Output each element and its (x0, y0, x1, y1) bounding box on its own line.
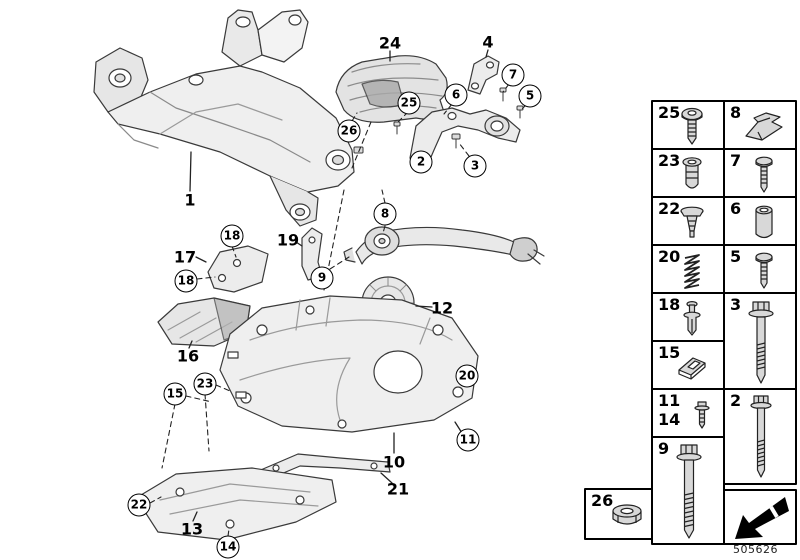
legend-cell-18[interactable]: 18 (652, 293, 724, 341)
legend-cell-label: 26 (591, 491, 614, 510)
legend-cell-25[interactable]: 25 (652, 101, 724, 149)
callout-26[interactable]: 26 (337, 119, 361, 143)
screw-icon (754, 252, 774, 290)
callout-17[interactable]: 17 (173, 247, 197, 267)
callout-4[interactable]: 4 (482, 32, 494, 52)
legend-cell-label: 23 (658, 151, 681, 170)
callout-7[interactable]: 7 (501, 63, 525, 87)
callout-24[interactable]: 24 (378, 33, 402, 53)
callout-6[interactable]: 6 (444, 83, 468, 107)
legend-cell-7[interactable]: 7 (724, 149, 796, 197)
callout-5[interactable]: 5 (518, 84, 542, 108)
flange-bolt-icon (694, 400, 710, 430)
dashed-lines (149, 83, 527, 537)
legend-cell-3[interactable]: 3 (724, 293, 796, 389)
legend-cell-label: 6 (730, 199, 742, 218)
large-bolt-icon (676, 443, 703, 543)
callout-18[interactable]: 18 (220, 224, 244, 248)
callout-19[interactable]: 19 (276, 230, 300, 250)
callout-10[interactable]: 10 (382, 452, 406, 472)
rivet-nut-icon (681, 156, 703, 194)
callout-14[interactable]: 14 (216, 535, 240, 559)
legend-cell-5[interactable]: 5 (724, 245, 796, 293)
legend-cell-2[interactable]: 2 (724, 389, 796, 484)
part-13-underbody-panel (135, 467, 337, 541)
legend-cell-label: 15 (658, 343, 681, 362)
part-4-bracket (467, 55, 500, 95)
callout-16[interactable]: 16 (176, 346, 200, 366)
legend-cell-label: 8 (730, 103, 742, 122)
callout-2[interactable]: 2 (409, 150, 433, 174)
callout-3[interactable]: 3 (463, 154, 487, 178)
legend-cell-15[interactable]: 15 (652, 341, 724, 389)
long-bolt-icon (750, 394, 773, 482)
diagram-number: 505626 (733, 543, 778, 556)
bolt-washer-icon (747, 299, 775, 387)
part-control-arm (343, 226, 545, 265)
screw-icon (754, 156, 774, 194)
legend-cell-label: 7 (730, 151, 742, 170)
callout-11[interactable]: 11 (456, 428, 480, 452)
part-16-heat-shield (157, 297, 251, 347)
callout-8[interactable]: 8 (373, 202, 397, 226)
sleeve-icon (754, 205, 774, 241)
spring-icon (682, 252, 702, 290)
legend-cell-9[interactable]: 9 (652, 437, 724, 544)
legend-cell-20[interactable]: 20 (652, 245, 724, 293)
callout-12[interactable]: 12 (430, 298, 454, 318)
part-10-underbody-panel (219, 295, 479, 433)
callout-13[interactable]: 13 (180, 519, 204, 539)
direction-arrow-icon (731, 493, 789, 541)
legend-cell-26[interactable]: 26 (585, 489, 652, 539)
flange-nut-icon (609, 502, 645, 532)
legend-cell-label: 14 (658, 410, 681, 429)
clip-icon (742, 110, 786, 144)
callout-18[interactable]: 18 (174, 269, 198, 293)
callout-23[interactable]: 23 (193, 372, 217, 396)
callout-9[interactable]: 9 (310, 266, 334, 290)
callout-22[interactable]: 22 (127, 493, 151, 517)
part-2-bracket (409, 107, 521, 167)
legend-cell-direction-arrow[interactable] (724, 490, 796, 544)
legend-cell-label: 25 (658, 103, 681, 122)
cage-nut-icon (675, 352, 709, 382)
legend-cell-label: 2 (730, 391, 742, 410)
legend-cell-label: 22 (658, 199, 681, 218)
part-1-axle-carrier (93, 9, 355, 227)
legend-cell-label: 11 (658, 391, 681, 410)
expanding-rivet-icon (683, 300, 701, 338)
legend-cell-label: 3 (730, 295, 742, 314)
leader-lines (188, 49, 489, 522)
callout-25[interactable]: 25 (397, 91, 421, 115)
legend-cell-label: 9 (658, 439, 670, 458)
legend-cell-label: 5 (730, 247, 742, 266)
callout-20[interactable]: 20 (455, 364, 479, 388)
callout-21[interactable]: 21 (386, 479, 410, 499)
legend-cell-6[interactable]: 6 (724, 197, 796, 245)
expander-nut-icon (679, 206, 705, 240)
legend-cell-label: 20 (658, 247, 681, 266)
legend-cell-label: 18 (658, 295, 681, 314)
part-24-heat-shield (335, 55, 448, 123)
legend-grid (584, 100, 797, 545)
torx-screw-icon (679, 107, 705, 147)
callout-1[interactable]: 1 (184, 190, 196, 210)
legend-cell-23[interactable]: 23 (652, 149, 724, 197)
legend-cell-22[interactable]: 22 (652, 197, 724, 245)
legend-cell-8[interactable]: 8 (724, 101, 796, 149)
callout-15[interactable]: 15 (163, 382, 187, 406)
part-17-bracket (207, 245, 269, 293)
